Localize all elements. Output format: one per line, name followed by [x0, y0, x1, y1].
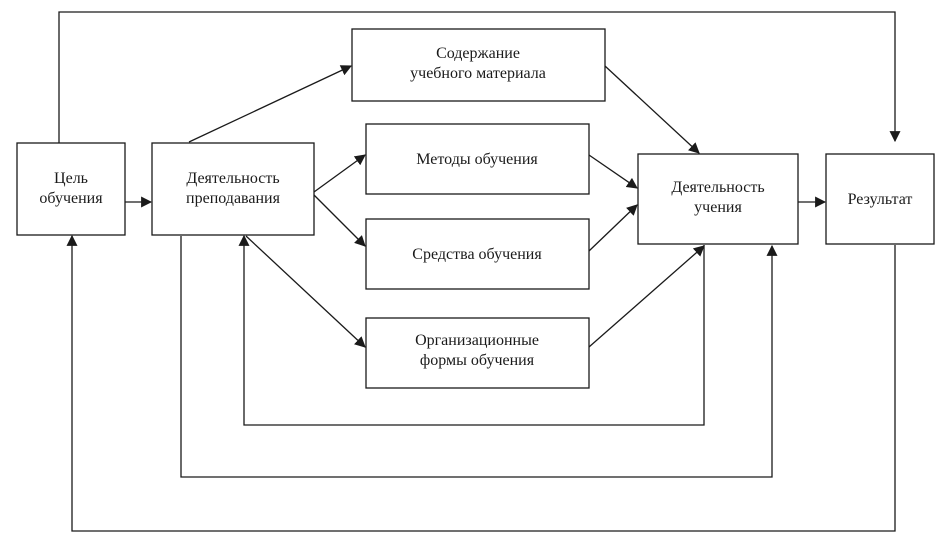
node-content-line2: учебного материала [410, 65, 546, 82]
node-result: Результат [825, 153, 935, 245]
teaching-to-forms-arrow [245, 235, 366, 348]
teaching-to-content-arrow [188, 65, 352, 143]
learning-to-teaching-feedback [238, 234, 705, 426]
node-content-line1: Содержание [436, 45, 520, 62]
node-result-line1: Результат [848, 191, 913, 208]
node-forms-line2: формы обучения [420, 352, 535, 369]
node-learning: Деятельность учения [637, 153, 799, 245]
node-content: Содержание учебного материала [351, 28, 606, 102]
node-learning-line1: Деятельность [671, 179, 764, 196]
node-methods-line1: Методы обучения [416, 151, 538, 168]
node-forms-line1: Организационные [415, 332, 539, 349]
teaching-to-methods-arrow [313, 154, 366, 193]
node-learning-line2: учения [694, 199, 742, 216]
methods-to-learning-arrow [588, 154, 638, 189]
node-means-line1: Средства обучения [412, 246, 542, 263]
node-teaching-line1: Деятельность [186, 170, 279, 187]
node-goal-line2: обучения [39, 190, 103, 207]
result-to-goal-feedback [66, 234, 896, 532]
node-means: Средства обучения [365, 218, 590, 290]
node-teaching: Деятельность преподавания [151, 142, 315, 236]
forms-to-learning-arrow [588, 245, 705, 348]
node-goal-line1: Цель [54, 170, 88, 187]
node-goal: Цель обучения [16, 142, 126, 236]
teaching-to-learning-loop [180, 236, 778, 478]
teaching-to-means-arrow [313, 194, 366, 247]
goal-to-result-top-connector [58, 11, 901, 143]
node-forms: Организационные формы обучения [365, 317, 590, 389]
node-teaching-line2: преподавания [186, 190, 281, 207]
content-to-learning-arrow [604, 65, 700, 154]
means-to-learning-arrow [588, 204, 638, 252]
node-methods: Методы обучения [365, 123, 590, 195]
